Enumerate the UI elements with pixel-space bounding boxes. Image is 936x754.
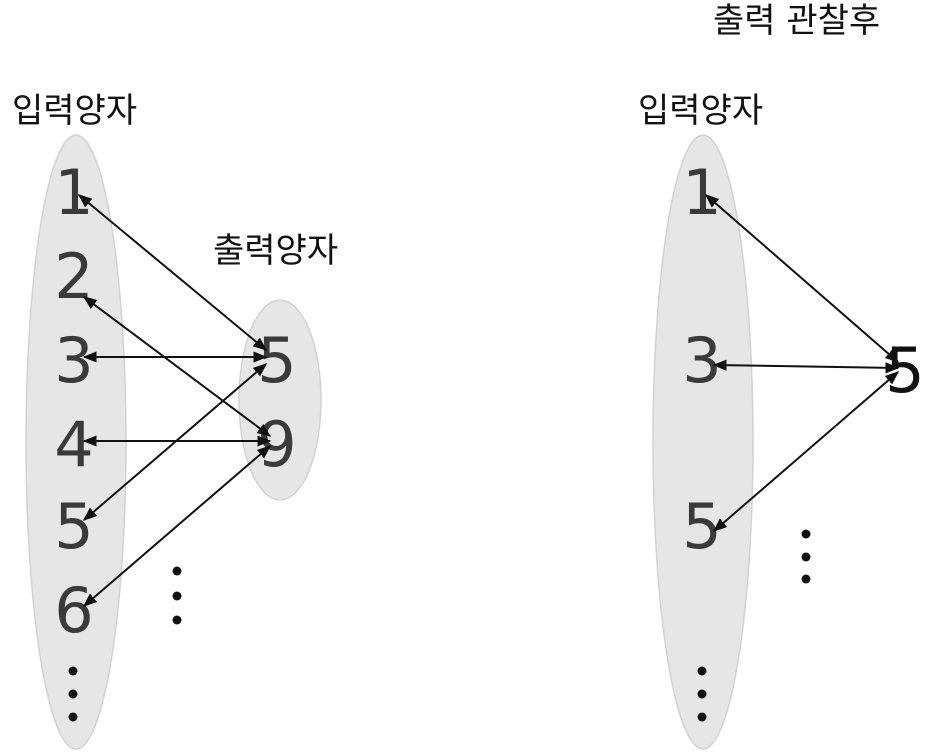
- ellipsis-dot: [697, 712, 707, 722]
- left-continuation-dots: [172, 566, 182, 625]
- ellipsis-dot: [172, 566, 182, 576]
- ellipsis-dot: [697, 689, 707, 699]
- left-mapping-arrows: [77, 194, 272, 607]
- output-number: 5: [257, 324, 296, 397]
- right-output-number: 5: [885, 334, 924, 407]
- ellipsis-dot: [68, 666, 78, 676]
- input-number: 4: [54, 408, 93, 481]
- left-input-continuation-dots: [68, 666, 78, 722]
- input-number: 5: [682, 490, 721, 563]
- right-input-continuation-dots: [697, 666, 707, 722]
- input-number: 1: [54, 156, 93, 229]
- mapping-arrow: [704, 194, 900, 363]
- left-output-label: 출력양자: [213, 231, 338, 271]
- input-number: 6: [54, 574, 93, 647]
- input-number: 3: [54, 324, 93, 397]
- right-mapping-arrows: [704, 194, 900, 532]
- ellipsis-dot: [68, 689, 78, 699]
- input-number: 3: [682, 324, 721, 397]
- ellipsis-dot: [172, 591, 182, 601]
- input-number: 2: [54, 240, 93, 313]
- right-input-numbers: 1 3 5: [682, 156, 721, 563]
- input-number: 5: [54, 490, 93, 563]
- left-input-label: 입력양자: [12, 91, 137, 131]
- output-number: 9: [257, 408, 296, 481]
- left-panel: 입력양자 출력양자 1 2 3 4 5 6 5 9: [12, 91, 338, 750]
- ellipsis-dot: [801, 552, 811, 562]
- ellipsis-dot: [697, 666, 707, 676]
- right-continuation-dots: [801, 529, 811, 584]
- ellipsis-dot: [801, 574, 811, 584]
- right-panel: 출력 관찰후 입력양자 1 3 5 5: [638, 1, 925, 750]
- ellipsis-dot: [801, 529, 811, 539]
- input-number: 1: [682, 156, 721, 229]
- ellipsis-dot: [68, 712, 78, 722]
- mapping-arrow: [712, 359, 900, 374]
- mapping-arrow: [712, 371, 900, 532]
- right-input-label: 입력양자: [638, 91, 763, 131]
- ellipsis-dot: [172, 615, 182, 625]
- right-title: 출력 관찰후: [713, 1, 880, 41]
- mapping-arrow: [82, 445, 272, 607]
